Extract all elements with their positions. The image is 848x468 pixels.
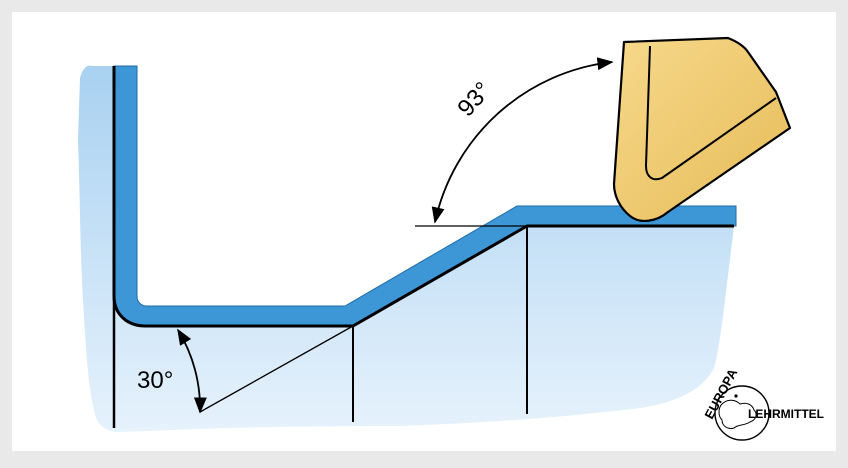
logo-continents <box>718 399 757 429</box>
tool-angle-arc <box>431 57 614 224</box>
logo-bottom-text: LEHRMITTEL <box>748 407 824 421</box>
logo-star <box>734 394 738 398</box>
tool-inner-edge <box>645 45 777 181</box>
logo-globe <box>714 385 770 441</box>
chamfer-angle-arc <box>177 328 207 414</box>
cutting-tool-insert <box>612 36 792 222</box>
chamfer-reference-line <box>199 325 354 413</box>
chamfer-angle-label: 30° <box>137 367 173 394</box>
workpiece-body <box>78 65 734 433</box>
